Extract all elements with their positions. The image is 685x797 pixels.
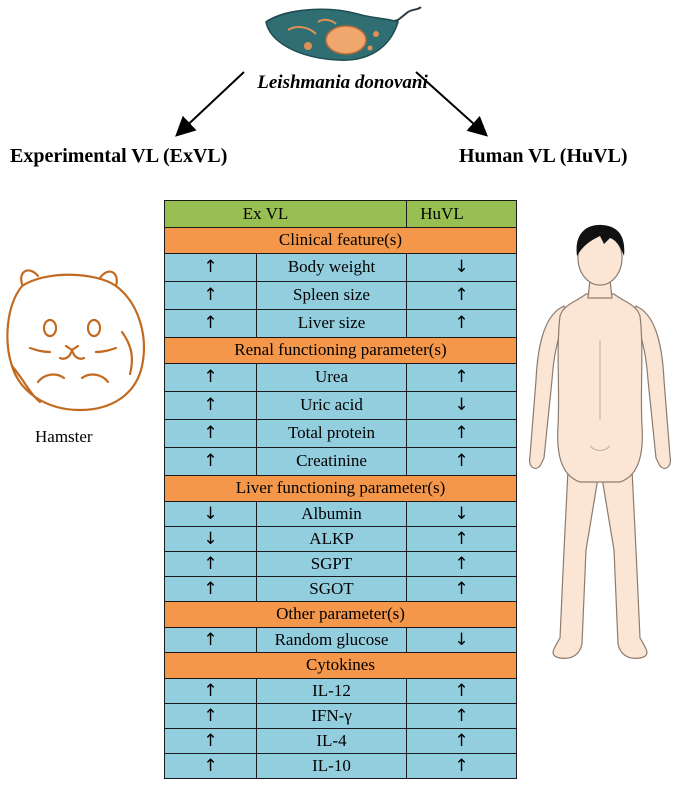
table-row: ↓ALKP↑ <box>164 526 517 552</box>
section-title: Clinical feature(s) <box>164 227 517 254</box>
table-row: ↑IL-12↑ <box>164 678 517 704</box>
parameter-name: Spleen size <box>256 281 407 310</box>
table-row: ↑SGPT↑ <box>164 551 517 577</box>
hamster-label: Hamster <box>35 427 93 446</box>
exvl-arrow: ↑ <box>164 551 257 577</box>
huvl-arrow: ↑ <box>406 419 517 448</box>
huvl-arrow: ↑ <box>406 363 517 392</box>
section-row: Clinical feature(s) <box>164 227 517 254</box>
section-title: Cytokines <box>164 652 517 679</box>
exvl-arrow: ↑ <box>164 281 257 310</box>
huvl-arrow: ↑ <box>406 526 517 552</box>
exvl-arrow: ↑ <box>164 627 257 653</box>
parameter-name: ALKP <box>256 526 407 552</box>
section-row: Renal functioning parameter(s) <box>164 337 517 364</box>
table-row: ↑Body weight↓ <box>164 253 517 282</box>
exvl-arrow: ↑ <box>164 703 257 729</box>
parameter-name: IL-4 <box>256 728 407 754</box>
section-row: Liver functioning parameter(s) <box>164 475 517 502</box>
exvl-arrow: ↑ <box>164 576 257 602</box>
leishmania-parasite-illustration <box>265 6 422 61</box>
huvl-arrow: ↑ <box>406 703 517 729</box>
table-row: ↑Uric acid↓ <box>164 391 517 420</box>
parameter-name: IL-10 <box>256 753 407 779</box>
exvl-arrow: ↑ <box>164 678 257 704</box>
table-row: ↑IFN-γ↑ <box>164 703 517 729</box>
parameter-name: Liver size <box>256 309 407 338</box>
parameter-name: IFN-γ <box>256 703 407 729</box>
huvl-arrow: ↑ <box>406 576 517 602</box>
table-row: ↑Random glucose↓ <box>164 627 517 653</box>
table-row: ↑Urea↑ <box>164 363 517 392</box>
exvl-arrow: ↑ <box>164 753 257 779</box>
parameter-name: Body weight <box>256 253 407 282</box>
table-row: ↓Albumin↓ <box>164 501 517 527</box>
huvl-arrow: ↓ <box>406 253 517 282</box>
huvl-arrow: ↑ <box>406 447 517 476</box>
parameter-name: SGPT <box>256 551 407 577</box>
header-huvl: HuVL <box>406 200 517 228</box>
table-row: ↑IL-4↑ <box>164 728 517 754</box>
exvl-arrow: ↑ <box>164 419 257 448</box>
comparison-table: Ex VL HuVL Clinical feature(s)↑Body weig… <box>164 200 517 779</box>
exvl-arrow: ↑ <box>164 309 257 338</box>
table-row: ↑Creatinine↑ <box>164 447 517 476</box>
table-row: ↑Liver size↑ <box>164 309 517 338</box>
experimental-vl-label: Experimental VL (ExVL) <box>10 145 228 167</box>
huvl-arrow: ↑ <box>406 551 517 577</box>
parameter-name: Creatinine <box>256 447 407 476</box>
exvl-arrow: ↑ <box>164 363 257 392</box>
parameter-name: Total protein <box>256 419 407 448</box>
parameter-name: SGOT <box>256 576 407 602</box>
huvl-arrow: ↑ <box>406 728 517 754</box>
huvl-arrow: ↑ <box>406 309 517 338</box>
huvl-arrow: ↓ <box>406 501 517 527</box>
huvl-arrow: ↓ <box>406 391 517 420</box>
table-header-row: Ex VL HuVL <box>164 200 517 228</box>
parameter-name: Random glucose <box>256 627 407 653</box>
hamster-illustration <box>6 269 146 412</box>
table-row: ↑Spleen size↑ <box>164 281 517 310</box>
section-title: Renal functioning parameter(s) <box>164 337 517 364</box>
right-arrow <box>415 71 488 137</box>
parameter-name: Urea <box>256 363 407 392</box>
branch-arrows <box>175 71 488 137</box>
header-exvl: Ex VL <box>164 200 407 228</box>
huvl-arrow: ↓ <box>406 627 517 653</box>
exvl-arrow: ↑ <box>164 447 257 476</box>
human-vl-label: Human VL (HuVL) <box>459 145 628 167</box>
section-row: Cytokines <box>164 652 517 679</box>
huvl-arrow: ↑ <box>406 678 517 704</box>
exvl-arrow: ↑ <box>164 728 257 754</box>
huvl-arrow: ↑ <box>406 281 517 310</box>
parameter-name: Albumin <box>256 501 407 527</box>
exvl-arrow: ↓ <box>164 526 257 552</box>
exvl-arrow: ↑ <box>164 391 257 420</box>
table-row: ↑IL-10↑ <box>164 753 517 779</box>
left-arrow <box>175 71 245 137</box>
parameter-name: IL-12 <box>256 678 407 704</box>
section-row: Other parameter(s) <box>164 601 517 628</box>
human-child-illustration <box>529 224 671 659</box>
parameter-name: Uric acid <box>256 391 407 420</box>
section-title: Liver functioning parameter(s) <box>164 475 517 502</box>
huvl-arrow: ↑ <box>406 753 517 779</box>
exvl-arrow: ↓ <box>164 501 257 527</box>
section-title: Other parameter(s) <box>164 601 517 628</box>
table-row: ↑Total protein↑ <box>164 419 517 448</box>
exvl-arrow: ↑ <box>164 253 257 282</box>
table-row: ↑SGOT↑ <box>164 576 517 602</box>
organism-label: Leishmania donovani <box>257 72 428 93</box>
